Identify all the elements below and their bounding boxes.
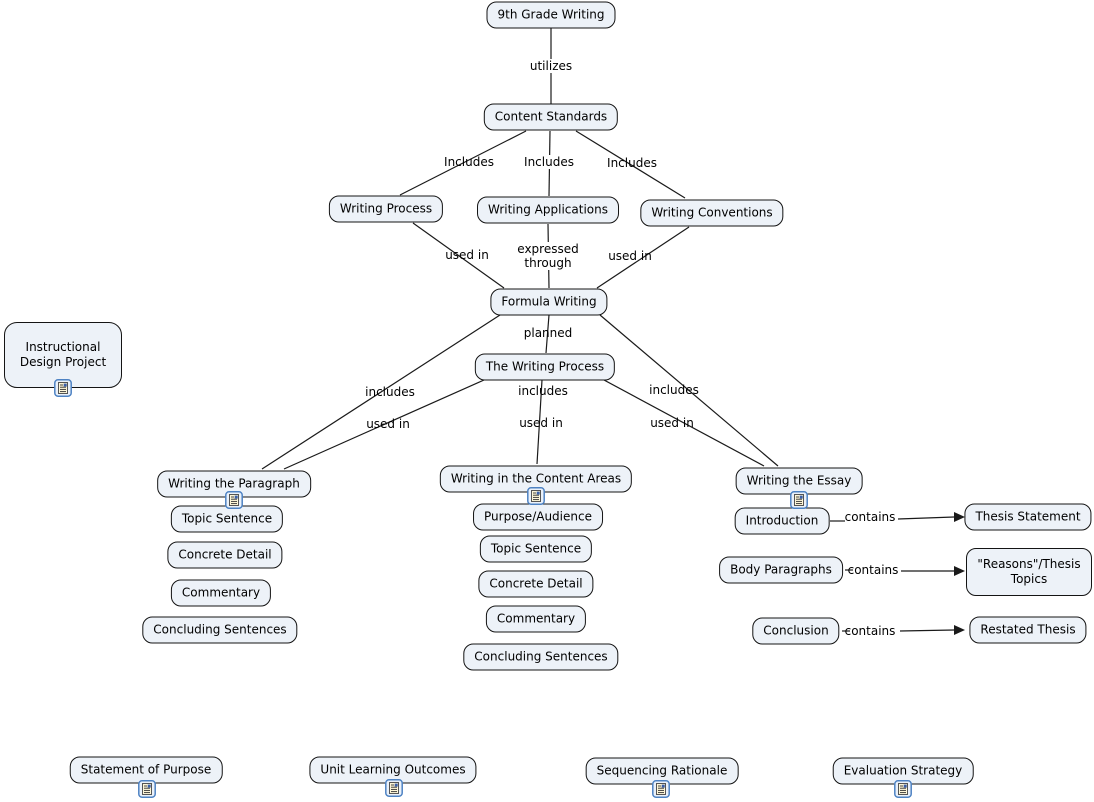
resource-icon[interactable]	[225, 491, 243, 509]
resource-icon[interactable]	[790, 491, 808, 509]
concept-thesis-statement[interactable]: Thesis Statement	[964, 503, 1092, 531]
link-label-includes-lower-right[interactable]: includes	[649, 383, 699, 397]
arrowhead	[954, 566, 965, 576]
concept-sequencing-rationale[interactable]: Sequencing Rationale	[585, 757, 739, 785]
link-line	[599, 314, 779, 467]
concept-formula-writing[interactable]: Formula Writing	[490, 288, 608, 316]
concept-concrete-detail-content[interactable]: Concrete Detail	[478, 570, 594, 598]
resource-icon[interactable]	[652, 780, 670, 798]
concept-commentary-paragraph[interactable]: Commentary	[170, 579, 272, 607]
concept-writing-applications[interactable]: Writing Applications	[477, 196, 619, 224]
concept-statement-of-purpose[interactable]: Statement of Purpose	[69, 756, 223, 784]
concept-content-standards[interactable]: Content Standards	[483, 103, 619, 131]
concept-writing-in-the-content-areas[interactable]: Writing in the Content Areas	[439, 465, 633, 493]
concept-restated-thesis[interactable]: Restated Thesis	[969, 616, 1087, 644]
concept-evaluation-strategy[interactable]: Evaluation Strategy	[832, 757, 974, 785]
concept-commentary-content[interactable]: Commentary	[485, 605, 587, 633]
link-line	[399, 130, 527, 196]
concept-body-paragraphs[interactable]: Body Paragraphs	[719, 556, 843, 584]
link-label-includes-middle[interactable]: Includes	[521, 155, 577, 169]
concept-instructional-design-project[interactable]: Instructional Design Project	[4, 322, 122, 388]
link-line	[261, 314, 501, 470]
link-label-planned[interactable]: planned	[523, 326, 573, 340]
link-line	[596, 226, 690, 289]
link-line	[536, 379, 543, 465]
concept-concluding-sentences-content[interactable]: Concluding Sentences	[463, 643, 619, 671]
link-line	[603, 379, 765, 467]
link-line	[283, 379, 485, 470]
concept-conclusion[interactable]: Conclusion	[752, 617, 840, 645]
concept-purpose-audience[interactable]: Purpose/Audience	[473, 503, 603, 531]
arrowhead	[954, 512, 965, 522]
link-line	[899, 629, 955, 632]
concept-writing-conventions[interactable]: Writing Conventions	[640, 199, 784, 227]
resource-icon[interactable]	[894, 780, 912, 798]
concept-concrete-detail-paragraph[interactable]: Concrete Detail	[167, 541, 283, 569]
link-label-used-in-lower-left[interactable]: used in	[366, 417, 410, 431]
concept-concluding-sentences-paragraph[interactable]: Concluding Sentences	[142, 616, 298, 644]
link-label-includes-left[interactable]: Includes	[444, 155, 494, 169]
resource-icon[interactable]	[527, 487, 545, 505]
link-line	[545, 314, 550, 354]
resource-icon[interactable]	[138, 780, 156, 798]
link-label-includes-right[interactable]: Includes	[607, 156, 657, 170]
link-label-used-in-lower-middle[interactable]: used in	[519, 416, 563, 430]
link-label-contains-body[interactable]: contains	[847, 563, 899, 577]
link-label-used-in-left[interactable]: used in	[445, 248, 489, 262]
concept-topic-sentence-content[interactable]: Topic Sentence	[479, 535, 593, 563]
link-line	[575, 130, 686, 199]
link-label-used-in-right[interactable]: used in	[608, 249, 652, 263]
link-label-contains-introduction[interactable]: contains	[844, 510, 896, 524]
concept-reasons-thesis-topics[interactable]: "Reasons"/Thesis Topics	[966, 548, 1092, 596]
concept-topic-sentence-paragraph[interactable]: Topic Sentence	[170, 505, 284, 533]
concept-9th-grade-writing[interactable]: 9th Grade Writing	[486, 1, 616, 29]
concept-writing-process[interactable]: Writing Process	[328, 195, 444, 223]
resource-icon[interactable]	[54, 379, 72, 397]
link-label-contains-conclusion[interactable]: contains	[844, 624, 896, 638]
concept-the-writing-process[interactable]: The Writing Process	[474, 353, 616, 381]
concept-introduction[interactable]: Introduction	[734, 507, 830, 535]
link-label-expressed-through[interactable]: expressed through	[510, 242, 586, 270]
link-line	[897, 516, 955, 520]
resource-icon[interactable]	[385, 779, 403, 797]
arrowhead	[954, 625, 965, 635]
link-label-includes-lower-middle[interactable]: includes	[518, 384, 568, 398]
link-label-includes-lower-left[interactable]: includes	[365, 385, 415, 399]
link-label-utilizes[interactable]: utilizes	[526, 59, 576, 73]
link-line	[412, 222, 505, 289]
link-label-used-in-lower-right[interactable]: used in	[650, 416, 694, 430]
concept-unit-learning-outcomes[interactable]: Unit Learning Outcomes	[309, 756, 477, 784]
concept-writing-the-paragraph[interactable]: Writing the Paragraph	[157, 470, 311, 498]
